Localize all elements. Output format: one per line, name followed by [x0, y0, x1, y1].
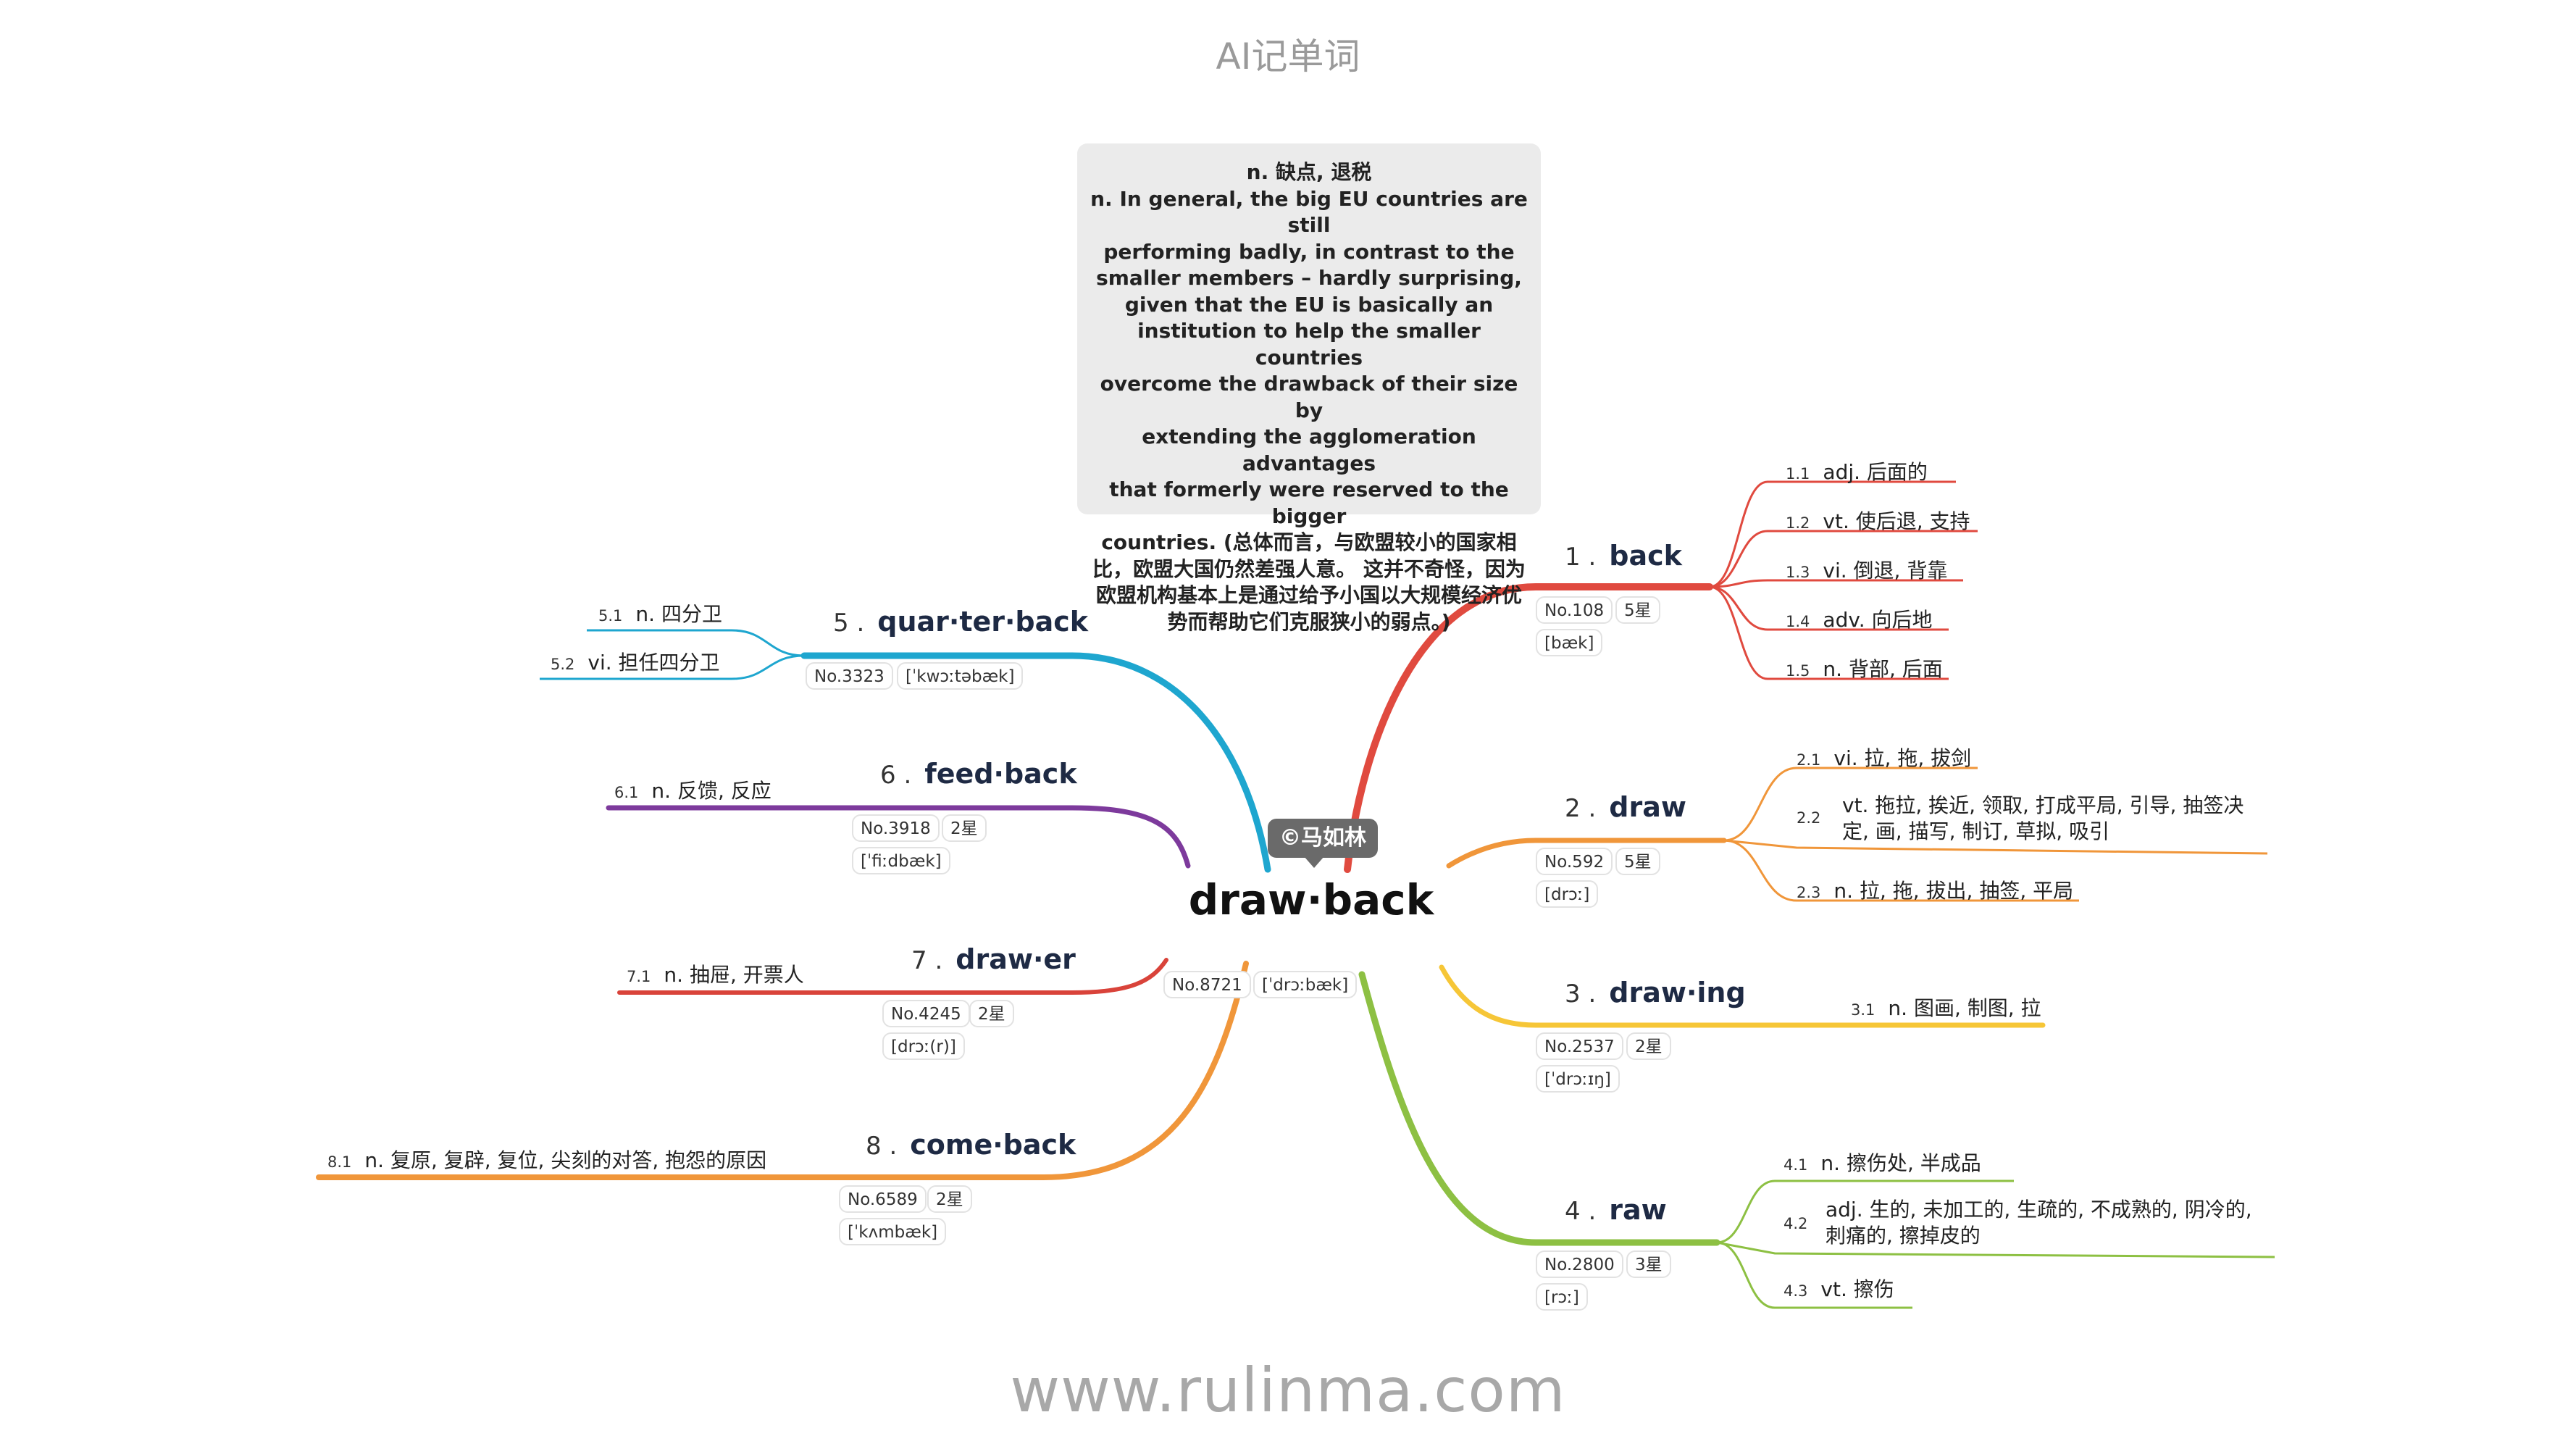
example-line: extending the agglomeration advantages — [1142, 425, 1476, 475]
connector-sense-2-1 — [1723, 767, 1978, 842]
branch-6-stars-tag: 2星 — [942, 814, 987, 842]
center-number-tag: No.8721 — [1163, 971, 1251, 998]
connector-sense-4-2 — [1716, 1241, 2275, 1258]
branch-4-phonetic-tag: [rɔː] — [1536, 1283, 1588, 1311]
branch-3-number-tag: No.2537 — [1536, 1032, 1623, 1060]
connector-sense-2-3 — [1723, 839, 2079, 902]
example-line: countries. (总体而言，与欧盟较小的国家相 — [1101, 530, 1517, 554]
center-word: draw·back — [1188, 875, 1434, 924]
connector-sense-1-2 — [1709, 530, 1978, 588]
branch-2-phonetic-tag: [drɔː] — [1536, 880, 1599, 908]
branch-8-stars-tag: 2星 — [927, 1185, 972, 1213]
branch-5-number-tag: No.3323 — [806, 662, 893, 690]
example-line: n. 缺点, 退税 — [1246, 160, 1372, 184]
branch-7-number-tag: No.4245 — [882, 1000, 970, 1027]
branch-2-stars-tag: 5星 — [1615, 848, 1660, 875]
example-line: 比，欧盟大国仍然差强人意。 这并不奇怪，因为 — [1092, 556, 1526, 581]
center-phonetic-tag: [ˈdrɔːbæk] — [1253, 971, 1358, 998]
app-title: AI记单词 — [1216, 36, 1360, 78]
branch-7-phonetic-tag: [drɔː(r)] — [882, 1032, 965, 1060]
branch-5-phonetic-tag: [ˈkwɔːtəbæk] — [897, 662, 1024, 690]
branch-3-word: 3 .draw·ing — [1565, 977, 1746, 1009]
example-line: n. In general, the big EU countries are … — [1090, 186, 1528, 238]
branch-7-word: 7 .draw·er — [911, 943, 1076, 975]
example-line: performing badly, in contrast to the — [1103, 239, 1515, 264]
example-line: that formerly were reserved to the bigge… — [1109, 477, 1509, 528]
branch-1-phonetic-tag: [bæk] — [1536, 629, 1603, 656]
sense-4-2: adj. 生的, 未加工的, 生疏的, 不成熟的, 阴冷的, 刺痛的, 擦掉皮的 — [1826, 1198, 2252, 1248]
footer-site: www.rulinma.com — [1010, 1355, 1566, 1426]
branch-7-stars-tag: 2星 — [969, 1000, 1014, 1027]
branch-2-number-tag: No.592 — [1536, 848, 1613, 875]
branch-1-stars-tag: 5星 — [1615, 596, 1660, 624]
connector-sense-1-1 — [1709, 480, 1956, 588]
branch-6-word: 6 .feed·back — [880, 758, 1077, 790]
branch-6-phonetic-tag: [ˈfiːdbæk] — [852, 847, 950, 874]
connector-back — [1344, 583, 1713, 873]
branch-4-word: 4 .raw — [1565, 1194, 1667, 1226]
branch-2-word: 2 .draw — [1565, 791, 1686, 823]
connector-comeback — [316, 961, 1249, 1180]
sense-2-2: vt. 拖拉, 挨近, 领取, 打成平局, 引导, 抽签决定, 画, 描写, 制… — [1842, 793, 2244, 843]
branch-3-phonetic-tag: [ˈdrɔːɪŋ] — [1536, 1065, 1620, 1093]
branch-3-stars-tag: 2星 — [1626, 1032, 1671, 1060]
connector-drawing — [1439, 964, 2046, 1028]
branch-6-number-tag: No.3918 — [852, 814, 940, 842]
connector-draw — [1446, 838, 1727, 869]
author-badge-pointer — [1304, 856, 1324, 868]
author-badge: ©马如林 — [1268, 819, 1378, 858]
branch-1-word: 1 .back — [1565, 540, 1682, 572]
connector-sense-5-1 — [587, 629, 805, 657]
example-line: overcome the drawback of their size by — [1100, 372, 1518, 422]
example-line: 势而帮助它们克服狭小的弱点。) — [1167, 609, 1451, 634]
branch-1-number-tag: No.108 — [1536, 596, 1613, 624]
connector-raw — [1358, 971, 1720, 1246]
example-line: institution to help the smaller countrie… — [1137, 319, 1481, 369]
branch-8-number-tag: No.6589 — [839, 1185, 927, 1213]
branch-4-stars-tag: 3星 — [1626, 1250, 1671, 1278]
sense-4-2-num: 4.2 — [1783, 1215, 1808, 1232]
connector-feedback — [606, 805, 1191, 869]
connector-quarterback — [800, 652, 1271, 873]
connector-sense-5-2 — [540, 654, 805, 680]
sense-2-2-num: 2.2 — [1797, 809, 1821, 827]
branch-8-word: 8 .come·back — [866, 1129, 1076, 1161]
connector-sense-1-4 — [1709, 585, 1949, 631]
example-line: given that the EU is basically an — [1124, 292, 1494, 317]
example-line: 欧盟机构基本上是通过给予小国以大规模经济优 — [1095, 583, 1522, 607]
connector-sense-1-5 — [1709, 585, 1949, 680]
branch-8-phonetic-tag: [ˈkʌmbæk] — [839, 1218, 947, 1245]
connector-sense-4-1 — [1716, 1179, 2014, 1244]
example-line: smaller members – hardly surprising, — [1096, 266, 1522, 290]
connector-drawer — [617, 958, 1168, 995]
connector-sense-1-3 — [1709, 579, 1963, 588]
branch-5-word: 5 .quar·ter·back — [833, 606, 1089, 638]
connector-sense-4-3 — [1716, 1241, 1912, 1309]
connector-sense-2-2 — [1723, 839, 2268, 855]
branch-4-number-tag: No.2800 — [1536, 1250, 1623, 1278]
